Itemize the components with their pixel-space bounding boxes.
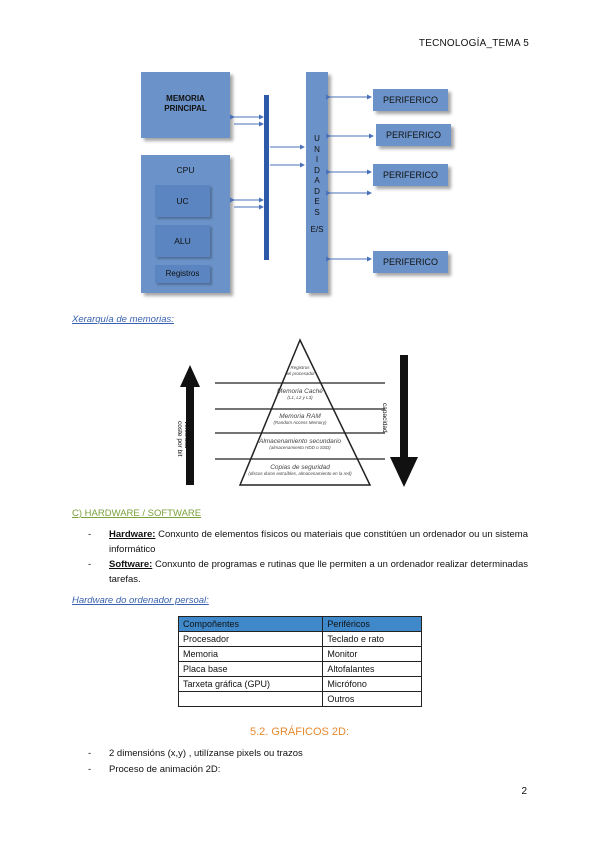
pyramid-level-4: Almacenamiento secundario(almacenamiento…	[258, 438, 342, 450]
table-row: Tarxeta gráfica (GPU)Micrófono	[177, 676, 422, 692]
periferico-1: PERIFERICO	[373, 89, 448, 111]
table-header: Periféricos	[322, 616, 422, 632]
memory-hierarchy-caption[interactable]: Xerarquía de memorias:	[72, 314, 174, 325]
periferico-2: PERIFERICO	[376, 124, 451, 146]
section-c-title: C) HARDWARE / SOFTWARE	[72, 508, 202, 519]
down-arrow-icon	[390, 355, 418, 487]
alu-block: ALU	[155, 225, 210, 257]
capacity-label: capacidad	[381, 403, 388, 433]
table-row: Outros	[177, 691, 422, 707]
pyramid-graphic	[180, 338, 418, 487]
table-header: Compoñentes	[177, 616, 324, 632]
uc-label: UC	[176, 196, 189, 206]
pc-hardware-caption[interactable]: Hardware do ordenador persoal:	[72, 595, 209, 606]
hardware-definition: - Hardware: Conxunto de elementos físico…	[88, 529, 528, 555]
pyramid-level-2: Memoria Caché(L1, L2 y L3)	[277, 388, 323, 400]
system-bus	[264, 95, 269, 260]
io-es-label: E/S	[310, 225, 324, 234]
bullet-dash: -	[88, 529, 92, 540]
diagram-arrows	[230, 94, 374, 262]
periferico-4: PERIFERICO	[373, 251, 448, 273]
up-arrow-icon	[180, 365, 200, 485]
pyramid-level-5: Copias de seguridad(discos duros extraíb…	[248, 464, 352, 476]
uc-block: UC	[155, 185, 210, 217]
alu-label: ALU	[174, 236, 191, 246]
software-definition: - Software: Conxunto de programas e ruti…	[88, 559, 528, 585]
periferico-3: PERIFERICO	[373, 164, 448, 186]
page-header: TECNOLOGÍA_TEMA 5	[418, 38, 529, 49]
section-52-bullet-1: -2 dimensións (x,y) , utilízanse pixels …	[88, 748, 303, 759]
pyramid-outline	[238, 338, 372, 486]
page-number: 2	[521, 786, 527, 797]
bullet-dash: -	[88, 559, 92, 570]
section-52-title: 5.2. GRÁFICOS 2D:	[249, 726, 350, 738]
table-header-row: Compoñentes Periféricos	[177, 616, 422, 632]
pyramid-level-3: Memoria RAM(Random Access Memory)	[273, 413, 327, 425]
cpu-label: CPU	[176, 165, 195, 175]
registros-block: Registros	[155, 265, 210, 283]
registros-label: Registros	[165, 269, 200, 278]
cpu-block: CPU UC ALU Registros	[141, 155, 230, 293]
main-memory-label: MEMORIA PRINCIPAL	[164, 94, 207, 113]
main-memory-block: MEMORIA PRINCIPAL	[141, 72, 230, 138]
section-52-bullet-2: -Proceso de animación 2D:	[88, 764, 221, 775]
